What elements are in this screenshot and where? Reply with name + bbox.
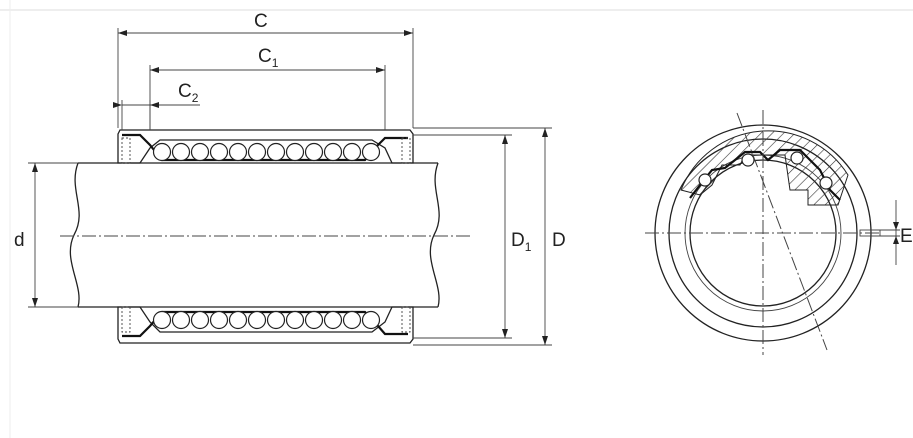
bearing-sleeve-top bbox=[117, 129, 414, 164]
ball-row-bottom bbox=[152, 310, 381, 330]
ball bbox=[209, 310, 229, 330]
ball bbox=[361, 142, 381, 162]
dimension-C bbox=[117, 28, 414, 128]
label-D1: D1 bbox=[511, 230, 532, 254]
dimension-D bbox=[413, 127, 552, 346]
dimension-D1 bbox=[413, 134, 512, 339]
ball bbox=[266, 310, 286, 330]
label-C1: C1 bbox=[258, 46, 279, 70]
ball bbox=[304, 142, 324, 162]
label-E: E bbox=[900, 226, 913, 247]
ball bbox=[171, 310, 191, 330]
ball bbox=[323, 310, 343, 330]
label-C: C bbox=[254, 11, 268, 32]
ball bbox=[266, 142, 286, 162]
ball bbox=[361, 310, 381, 330]
ball bbox=[285, 142, 305, 162]
ball bbox=[342, 310, 362, 330]
label-d: d bbox=[14, 230, 25, 251]
dimension-d bbox=[28, 162, 78, 308]
label-D: D bbox=[552, 230, 566, 251]
ball bbox=[247, 142, 267, 162]
ball bbox=[171, 142, 191, 162]
label-C2: C2 bbox=[178, 81, 199, 105]
ball bbox=[209, 142, 229, 162]
ball bbox=[152, 310, 172, 330]
dimension-E bbox=[870, 200, 900, 265]
bearing-sleeve-bottom bbox=[117, 306, 414, 344]
ball bbox=[247, 310, 267, 330]
ball-row-top bbox=[152, 142, 381, 162]
ball bbox=[228, 310, 248, 330]
ball bbox=[285, 310, 305, 330]
ball bbox=[304, 310, 324, 330]
ball bbox=[152, 142, 172, 162]
shaft bbox=[69, 162, 440, 308]
ball bbox=[323, 142, 343, 162]
ball bbox=[190, 310, 210, 330]
ball bbox=[342, 142, 362, 162]
ball bbox=[228, 142, 248, 162]
ball bbox=[190, 142, 210, 162]
dimension-C2 bbox=[113, 100, 200, 130]
bearing-end-view bbox=[645, 110, 881, 355]
